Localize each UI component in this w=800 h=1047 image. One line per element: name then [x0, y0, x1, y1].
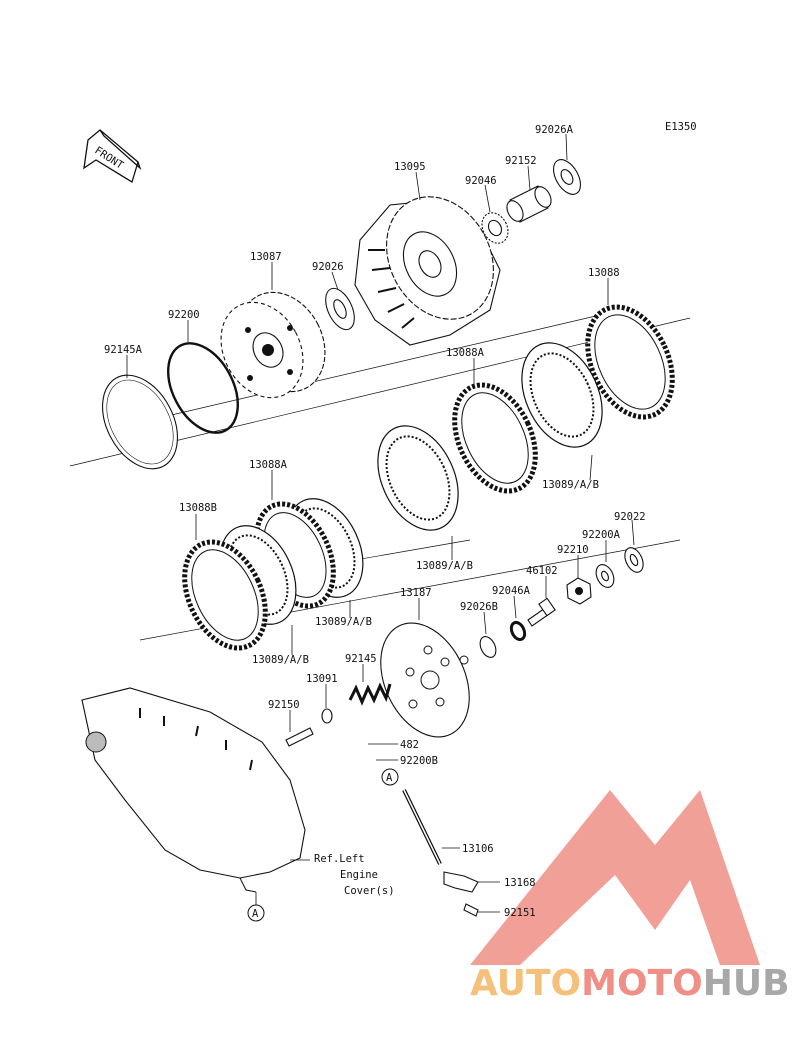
part-13087-hub [220, 291, 326, 399]
label-13088A-left: 13088A [249, 459, 288, 471]
part-92150-bolt [285, 727, 314, 747]
part-92145A-ring [102, 374, 178, 470]
label-92151: 92151 [504, 907, 536, 919]
label-13089-row1: 13089/A/B [542, 479, 599, 491]
label-13089-row4: 13089/A/B [252, 654, 309, 666]
callout-a-label-1: A [386, 772, 393, 784]
part-13088-friction-plate [585, 304, 675, 420]
part-13187-pressure-plate [380, 622, 470, 738]
watermark-logo [470, 790, 760, 965]
label-13088: 13088 [588, 267, 620, 279]
watermark-text-moto: MOTO [581, 963, 703, 1004]
label-92200B: 92200B [400, 755, 438, 767]
part-labels: E1350 92026A 92152 92046 13095 13087 920… [104, 121, 697, 919]
diagram-code: E1350 [665, 121, 697, 133]
callout-a-label-2: A [252, 908, 259, 920]
part-13088A-friction-plate-1 [452, 382, 538, 494]
part-92046-bearing [481, 212, 509, 244]
label-13087: 13087 [250, 251, 282, 263]
part-92152-sleeve [506, 185, 552, 223]
part-13091-washer [321, 708, 333, 724]
part-13089-steel-plate-2 [377, 425, 459, 531]
part-13168-lever [443, 871, 479, 893]
ref-note-line-2: Engine [340, 869, 378, 881]
label-92200: 92200 [168, 309, 200, 321]
part-13089-steel-plate-1 [521, 342, 603, 448]
part-92026-washer [325, 287, 355, 331]
part-92046A-bearing [509, 620, 527, 642]
engine-cover-ref [81, 687, 306, 893]
label-13091: 13091 [306, 673, 338, 685]
label-92145: 92145 [345, 653, 377, 665]
leader-lines [126, 133, 635, 913]
label-92026B: 92026B [460, 601, 498, 613]
label-92150: 92150 [268, 699, 300, 711]
label-13089-row2: 13089/A/B [416, 560, 473, 572]
part-92151-bolt [463, 903, 479, 917]
label-13168: 13168 [504, 877, 536, 889]
part-46102-rod [527, 597, 556, 627]
callout-a-pushrod: A [381, 768, 399, 786]
label-92026A: 92026A [535, 124, 574, 136]
watermark-text-auto: AUTO [470, 963, 581, 1004]
part-13095-housing [354, 196, 501, 346]
label-13089-row3: 13089/A/B [315, 616, 372, 628]
label-13088B: 13088B [179, 502, 217, 514]
front-arrow-icon: FRONT [83, 129, 142, 183]
watermark-text-hub: HUB [703, 963, 790, 1004]
part-92145-spring [348, 682, 392, 706]
label-46102: 46102 [526, 565, 558, 577]
part-92210-nut [566, 577, 592, 605]
label-92200A: 92200A [582, 529, 621, 541]
svg-text:AUTOMOTOHUB: AUTOMOTOHUB [470, 963, 790, 1004]
part-92200-ring [167, 342, 239, 434]
part-13106-push-rod [402, 789, 442, 865]
part-92026B-washer [479, 636, 497, 658]
label-13088A-top: 13088A [446, 347, 485, 359]
label-92046A: 92046A [492, 585, 531, 597]
ref-note-line-3: Cover(s) [344, 885, 395, 897]
label-13106: 13106 [462, 843, 494, 855]
callout-a-cover: A [247, 892, 265, 922]
ref-note-line-1: Ref.Left [314, 853, 365, 865]
label-92210: 92210 [557, 544, 589, 556]
part-13088B-friction-plate [182, 539, 268, 651]
part-92026A-washer [552, 159, 582, 195]
label-92022: 92022 [614, 511, 646, 523]
label-92046: 92046 [465, 175, 497, 187]
label-92152: 92152 [505, 155, 537, 167]
label-482: 482 [400, 739, 419, 751]
label-13095: 13095 [394, 161, 426, 173]
label-92145A: 92145A [104, 344, 143, 356]
label-13187: 13187 [400, 587, 432, 599]
label-92026: 92026 [312, 261, 344, 273]
